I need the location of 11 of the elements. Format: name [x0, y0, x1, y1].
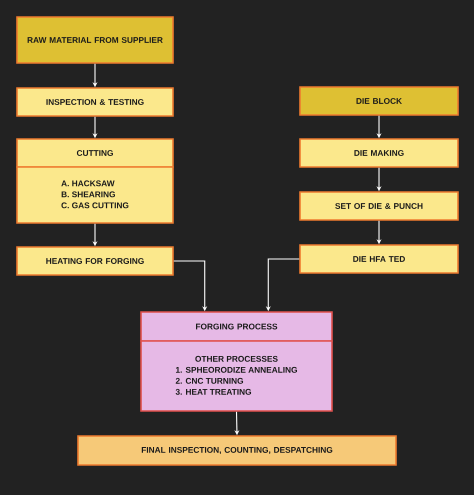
process-box: FORGING PROCESS — [140, 311, 333, 342]
process-box: CUTTING — [16, 138, 174, 168]
process-box: HEATING FOR FORGING — [16, 246, 174, 276]
process-box: DIE HFA TED — [299, 244, 459, 274]
process-box: FINAL INSPECTION, COUNTING, DESPATCHING — [77, 435, 397, 466]
process-box: DIE MAKING — [299, 138, 459, 168]
list-box: A. HACKSAW B. SHEARING C. GAS CUTTING — [16, 166, 174, 224]
process-box: INSPECTION & TESTING — [16, 87, 174, 117]
process-box: SET OF DIE & PUNCH — [299, 191, 459, 221]
process-box: RAW MATERIAL FROM SUPPLIER — [16, 16, 174, 64]
process-box: DIE BLOCK — [299, 86, 459, 116]
